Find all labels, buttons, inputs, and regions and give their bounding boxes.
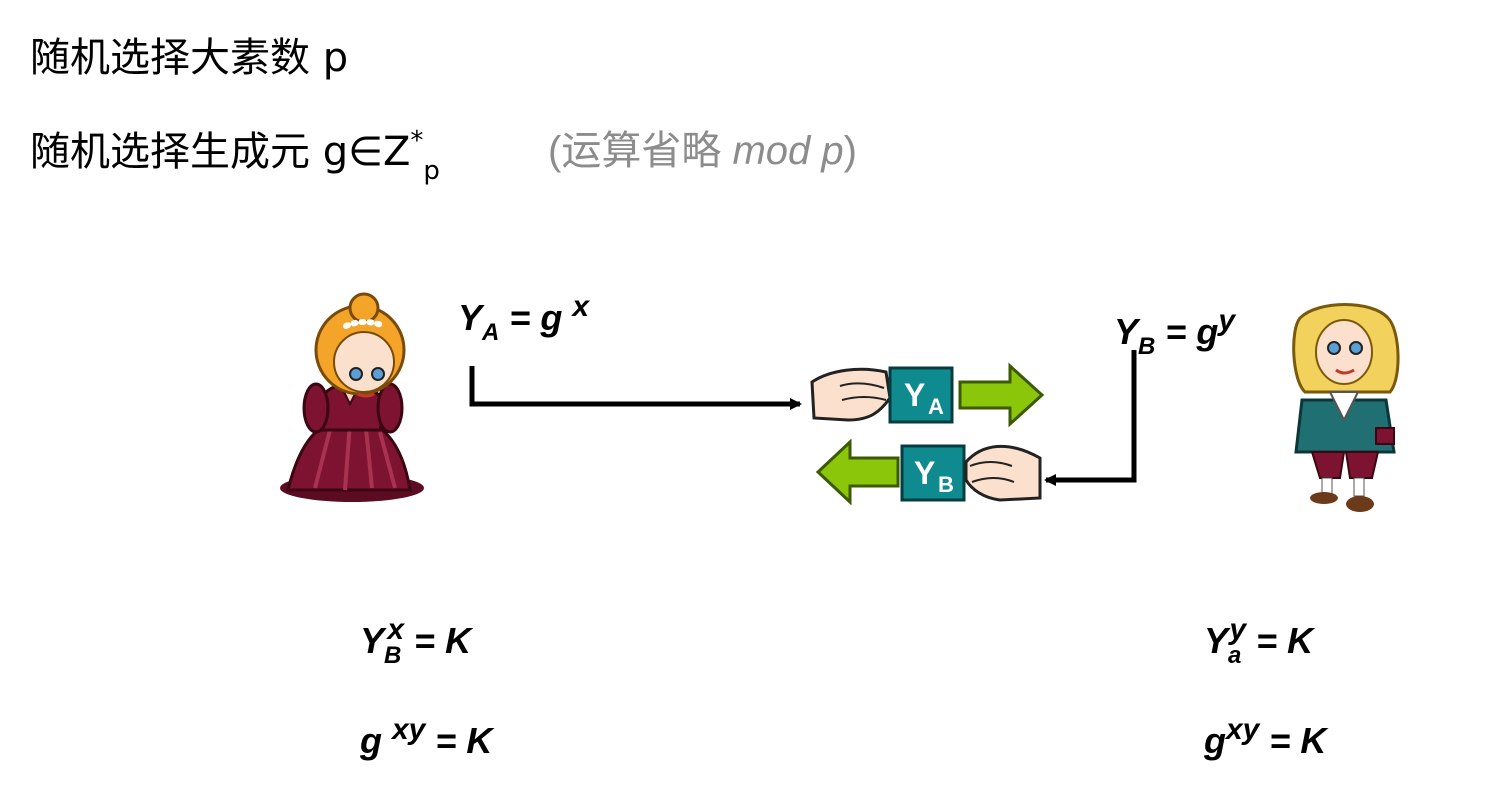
- token-ya-main: Y: [904, 377, 925, 413]
- alice-key2-exp: xy: [392, 713, 426, 746]
- bob-key1-sub: a: [1228, 642, 1242, 669]
- green-arrow-right: [958, 362, 1045, 428]
- token-ya-box: [888, 366, 954, 424]
- alice-key1-base: Y: [360, 620, 385, 661]
- token-ya-sub: A: [928, 394, 944, 419]
- bob-public-exp: y: [1218, 304, 1236, 337]
- alice-public-equation: YA = g x: [458, 292, 589, 345]
- mod-note: (运算省略 mod p): [548, 118, 857, 176]
- bob-send-connector: [1044, 350, 1137, 486]
- alice-key-equation-1: YBx = K: [360, 615, 471, 668]
- green-arrow-left: [815, 438, 900, 506]
- mod-note-suffix: ): [843, 129, 857, 173]
- alice-key1-rhs: = K: [404, 620, 472, 661]
- bob-public-base: Y: [1114, 311, 1139, 352]
- alice-key1-sub: B: [384, 642, 402, 669]
- token-yb-box: [900, 444, 966, 502]
- bob-key2-rhs: = K: [1259, 720, 1327, 761]
- bob-public-equation: YB = gy: [1114, 306, 1235, 359]
- alice-public-base: Y: [458, 297, 483, 338]
- alice-public-sub: A: [482, 319, 500, 346]
- alice-send-connector: [469, 366, 802, 410]
- token-yb-sub: B: [938, 472, 954, 497]
- bob-key-equation-2: gxy = K: [1204, 715, 1326, 759]
- generator-set-sub: p: [423, 156, 440, 186]
- bob-key1-base: Y: [1204, 620, 1229, 661]
- hand-a-icon: [810, 367, 892, 422]
- mod-note-italic: mod p: [732, 129, 844, 173]
- bob-key2-exp: xy: [1226, 713, 1260, 746]
- mod-note-prefix: (运算省略: [548, 129, 733, 173]
- alice-public-exp: x: [572, 290, 590, 323]
- alice-key2-rhs: = K: [425, 720, 493, 761]
- bob-key-equation-1: Yay = K: [1204, 615, 1313, 668]
- bob-key2-base: g: [1204, 720, 1226, 761]
- bob-public-eq: = g: [1155, 311, 1219, 352]
- prime-selection-text: 随机选择大素数 p: [30, 35, 349, 81]
- alice-queen-icon: [280, 292, 424, 502]
- alice-public-eq: = g: [499, 297, 573, 338]
- hand-b-icon: [964, 444, 1042, 502]
- alice-key-equation-2: g xy = K: [360, 715, 492, 759]
- generator-selection-line: 随机选择生成元 g∈Z*p: [30, 128, 440, 184]
- alice-key1-exp: x: [387, 613, 405, 646]
- alice-key2-base: g: [360, 720, 392, 761]
- generator-set-star: *: [410, 126, 424, 156]
- bob-king-icon: [1292, 303, 1400, 512]
- token-yb-main: Y: [914, 455, 935, 491]
- generator-selection-text: 随机选择生成元 g∈Z: [30, 129, 411, 175]
- bob-key1-exp: y: [1229, 613, 1247, 646]
- bob-key1-rhs: = K: [1246, 620, 1314, 661]
- bob-public-sub: B: [1138, 333, 1156, 360]
